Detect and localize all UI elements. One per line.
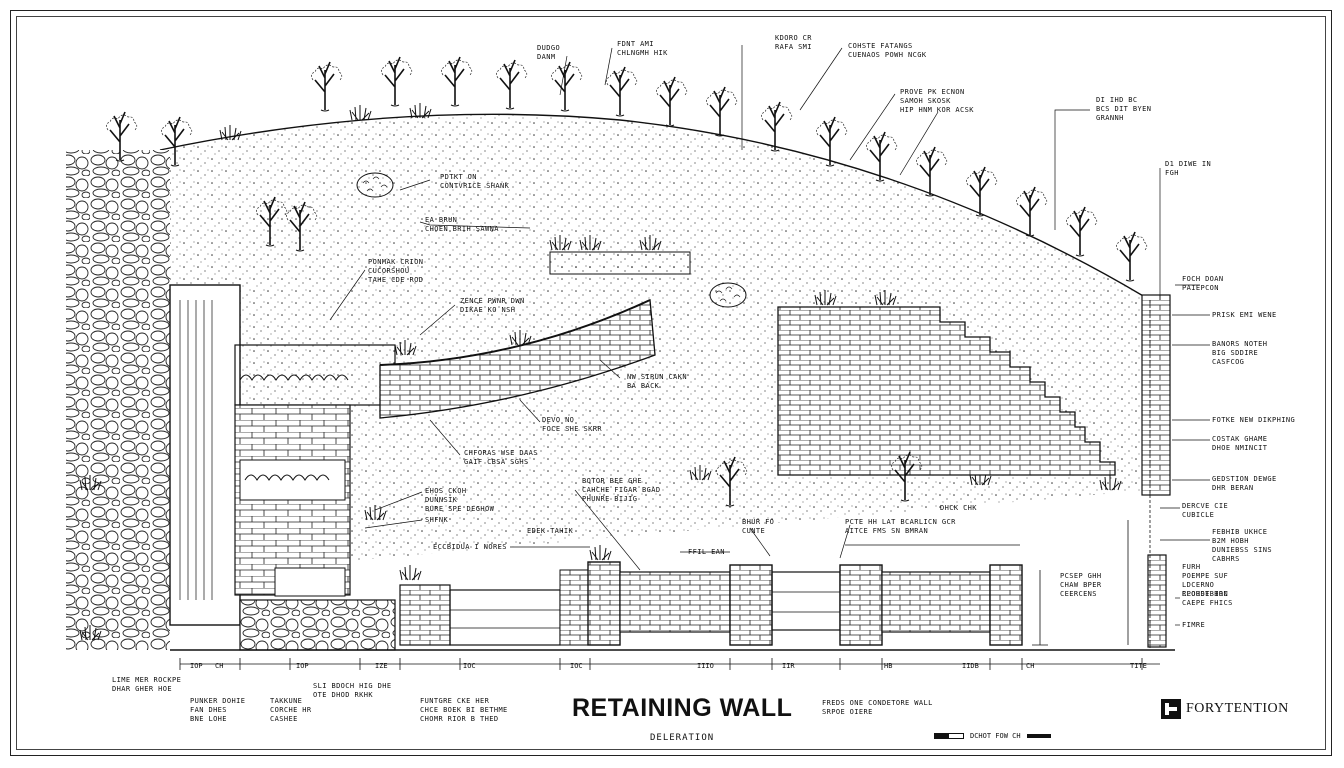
annotation-39: SLI BDOCH HIG DHE OTE DHOD RKHK bbox=[313, 682, 392, 699]
annotation-5: PROVE PK ECNON SAMOH SKOSK HIP HNM KOR A… bbox=[900, 88, 974, 114]
logo: FORYTENTION bbox=[1161, 699, 1289, 719]
annotation-33: FURH POEMPE SUF LDCERNO RPORSTBION bbox=[1182, 563, 1229, 598]
annotation-29: GEDSTION DEWGE DHR BERAN bbox=[1212, 475, 1277, 492]
dimension-label: CH bbox=[1026, 662, 1035, 670]
annotation-1: DUDGO DANM bbox=[537, 44, 561, 61]
dimension-label: IOC bbox=[463, 662, 476, 670]
annotation-9: EA BRUN CHOEN BRIH SAWNA bbox=[425, 216, 499, 233]
annotation-37: PUNKER DOHIE FAN DHES BNE LOHE bbox=[190, 697, 246, 723]
drawing-border-outer bbox=[10, 10, 1332, 756]
annotation-18: EHOS CKOH DUNNSIK BURE SPE DEGHOW bbox=[425, 487, 495, 513]
annotation-38: TAKKUNE CORCHE HR CASHEE bbox=[270, 697, 312, 723]
annotation-6: DI IHD BC BCS DIT BYEN GRANNH bbox=[1096, 96, 1152, 122]
dimension-label: IIIO bbox=[697, 662, 714, 670]
annotation-22: EDEK TAHIK bbox=[527, 527, 574, 535]
dimension-label: IOC bbox=[570, 662, 583, 670]
annotation-8: PDTKT ON CONTVRICE SHANK bbox=[440, 173, 510, 190]
drawing-border-inner bbox=[16, 16, 1326, 750]
annotation-40: FUNTGRE CKE HER CHCE BOEK BI BETHME CHOM… bbox=[420, 697, 508, 723]
scale-label: DCHOT FOW CH bbox=[970, 732, 1021, 740]
annotation-36: LIME MER ROCKPE DHAR GHER HOE bbox=[112, 676, 182, 693]
annotation-25: PCTE HH LAT BCARLICN GCR AITCE FMS SN BM… bbox=[845, 518, 956, 535]
annotation-23: FFIL EAN bbox=[688, 548, 725, 556]
annotation-12: FOCH DOAN PAIEPCON bbox=[1182, 275, 1224, 292]
annotation-31: FEBHIB UKHCE B2M HOBH DUNIEBSS SINS CABH… bbox=[1212, 528, 1272, 563]
annotation-34: CLOUDE HRC CAEPE FHICS bbox=[1182, 590, 1233, 607]
dimension-label: TITE bbox=[1130, 662, 1147, 670]
annotation-24: BHUR FO CUNTE bbox=[742, 518, 775, 535]
drawing-title: RETAINING WALL bbox=[572, 694, 793, 722]
logo-text: FORYTENTION bbox=[1186, 701, 1289, 716]
annotation-32: PCSEP GHH CHAW BPER CEERCENS bbox=[1060, 572, 1102, 598]
annotation-3: KDORO CR RAFA SMI bbox=[775, 34, 812, 51]
annotation-13: PRISK EMI WENE bbox=[1212, 311, 1277, 319]
dimension-label: HB bbox=[884, 662, 893, 670]
dimension-label: IIDB bbox=[962, 662, 979, 670]
logo-mark-icon bbox=[1161, 699, 1181, 719]
annotation-35: FIMRE bbox=[1182, 621, 1206, 629]
scale-bar: DCHOT FOW CH bbox=[934, 732, 1051, 740]
annotation-15: NW SIRUN CAKN BA BACK bbox=[627, 373, 687, 390]
annotation-19: SHFNK bbox=[425, 516, 449, 524]
annotation-16: DEVO NO FOCE SHE SKRR bbox=[542, 416, 602, 433]
scale-bar-graphic-end bbox=[1026, 734, 1051, 738]
dimension-label: IIR bbox=[782, 662, 795, 670]
annotation-17: CHFORAS WSE DAAS GAIF CBSA SGHS bbox=[464, 449, 538, 466]
dimension-label: CH bbox=[215, 662, 224, 670]
annotation-21: BOTOR BEE GHE CAHCHE FIGAR BGAD PHUNRE B… bbox=[582, 477, 661, 503]
dimension-label: IOP bbox=[296, 662, 309, 670]
dimension-label: IZE bbox=[375, 662, 388, 670]
annotation-41: FREDS ONE CONDETORE WALL SRPOE OIERE bbox=[822, 699, 933, 716]
annotation-7: D1 DIWE IN FGH bbox=[1165, 160, 1212, 177]
annotation-28: COSTAK GHAME DHOE NMINCIT bbox=[1212, 435, 1268, 452]
annotation-2: FDNT AMI CHLNGMH HIK bbox=[617, 40, 668, 57]
annotation-10: PONMAK CRION CUCORSHOU TAHE CDE ROD bbox=[368, 258, 424, 284]
annotation-14: BANORS NOTEH BIG SDDIRE CASFCOG bbox=[1212, 340, 1268, 366]
dimension-label: IOP bbox=[190, 662, 203, 670]
annotation-20: ECCBIDUA I NORES bbox=[433, 543, 507, 551]
drawing-subtitle: DELERATION bbox=[650, 733, 715, 743]
scale-bar-graphic bbox=[934, 733, 964, 739]
annotation-11: ZENCE PWNR DWN DIKAE KO NSH bbox=[460, 297, 525, 314]
annotation-26: DHCK CHK bbox=[940, 504, 977, 512]
annotation-27: FOTKE NEW DIKPHING bbox=[1212, 416, 1296, 424]
annotation-4: COHSTE FATANGS CUENAOS POWH NCGK bbox=[848, 42, 927, 59]
annotation-30: DERCVE CIE CUBICLE bbox=[1182, 502, 1229, 519]
